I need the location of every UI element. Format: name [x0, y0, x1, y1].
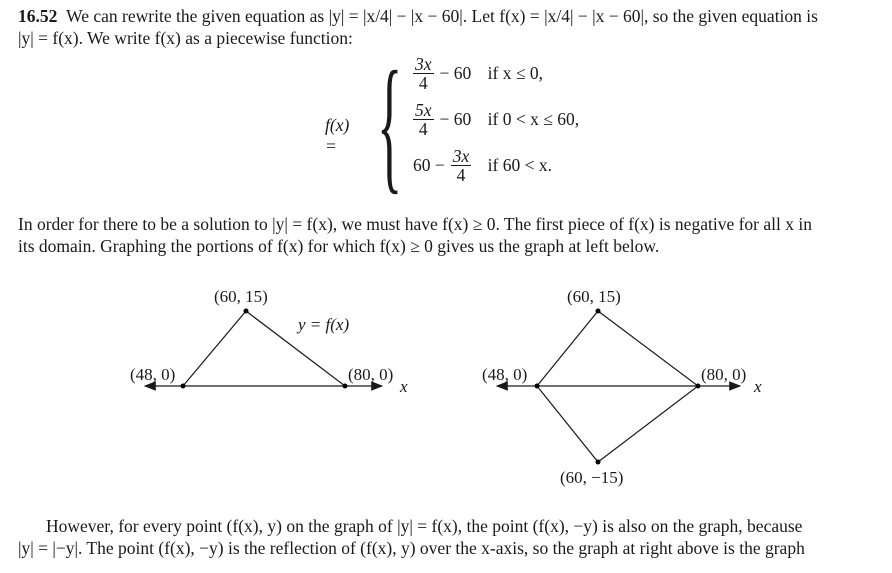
numerator: 3x: [450, 146, 472, 167]
term: − 60: [439, 63, 472, 84]
condition: if 60 < x.: [487, 155, 552, 176]
text: We can rewrite the given equation as |y|…: [66, 6, 818, 26]
point: [342, 383, 348, 389]
paragraph-3-line-1: However, for every point (f(x), y) on th…: [46, 516, 803, 536]
problem-number: 16.52: [18, 6, 58, 26]
term: − 60: [439, 109, 472, 130]
paragraph-3-line-2: |y| = |−y|. The point (f(x), −y) is the …: [18, 538, 805, 558]
denominator: 4: [418, 119, 428, 140]
numerator: 3x: [413, 54, 434, 75]
axis-label: x: [399, 377, 408, 396]
point-label: (60, 15): [214, 287, 268, 306]
axis-label: x: [753, 377, 762, 396]
point: [534, 383, 540, 389]
curve-label: y = f(x): [296, 315, 349, 334]
graph-left: (48, 0) (60, 15) (80, 0) y = f(x) x: [130, 287, 408, 396]
term: 60 −: [413, 155, 445, 176]
point-label: (60, −15): [560, 468, 623, 487]
point: [595, 459, 601, 465]
condition: if x ≤ 0,: [487, 63, 543, 84]
point-label: (80, 0): [701, 365, 746, 384]
point: [595, 308, 601, 314]
condition: if 0 < x ≤ 60,: [487, 109, 580, 130]
point-label: (80, 0): [348, 365, 393, 384]
point: [243, 308, 249, 314]
graph-right: (48, 0) (60, 15) (80, 0) (60, −15) x: [482, 287, 762, 487]
numerator: 5x: [413, 100, 434, 121]
paragraph-1-line-1: 16.52 We can rewrite the given equation …: [18, 6, 818, 27]
denominator: 4: [418, 73, 428, 94]
point: [695, 383, 701, 389]
paragraph-2-line-1: In order for there to be a solution to |…: [18, 214, 812, 234]
denominator: 4: [456, 165, 466, 186]
point-label: (60, 15): [567, 287, 621, 306]
left-brace: {: [377, 41, 403, 207]
paragraph-1-line-2: |y| = f(x). We write f(x) as a piecewise…: [18, 28, 353, 48]
paragraph-2-line-2: its domain. Graphing the portions of f(x…: [18, 236, 660, 256]
point: [180, 383, 186, 389]
point-label: (48, 0): [482, 365, 527, 384]
point-label: (48, 0): [130, 365, 175, 384]
function-lhs: f(x) =: [325, 115, 350, 156]
